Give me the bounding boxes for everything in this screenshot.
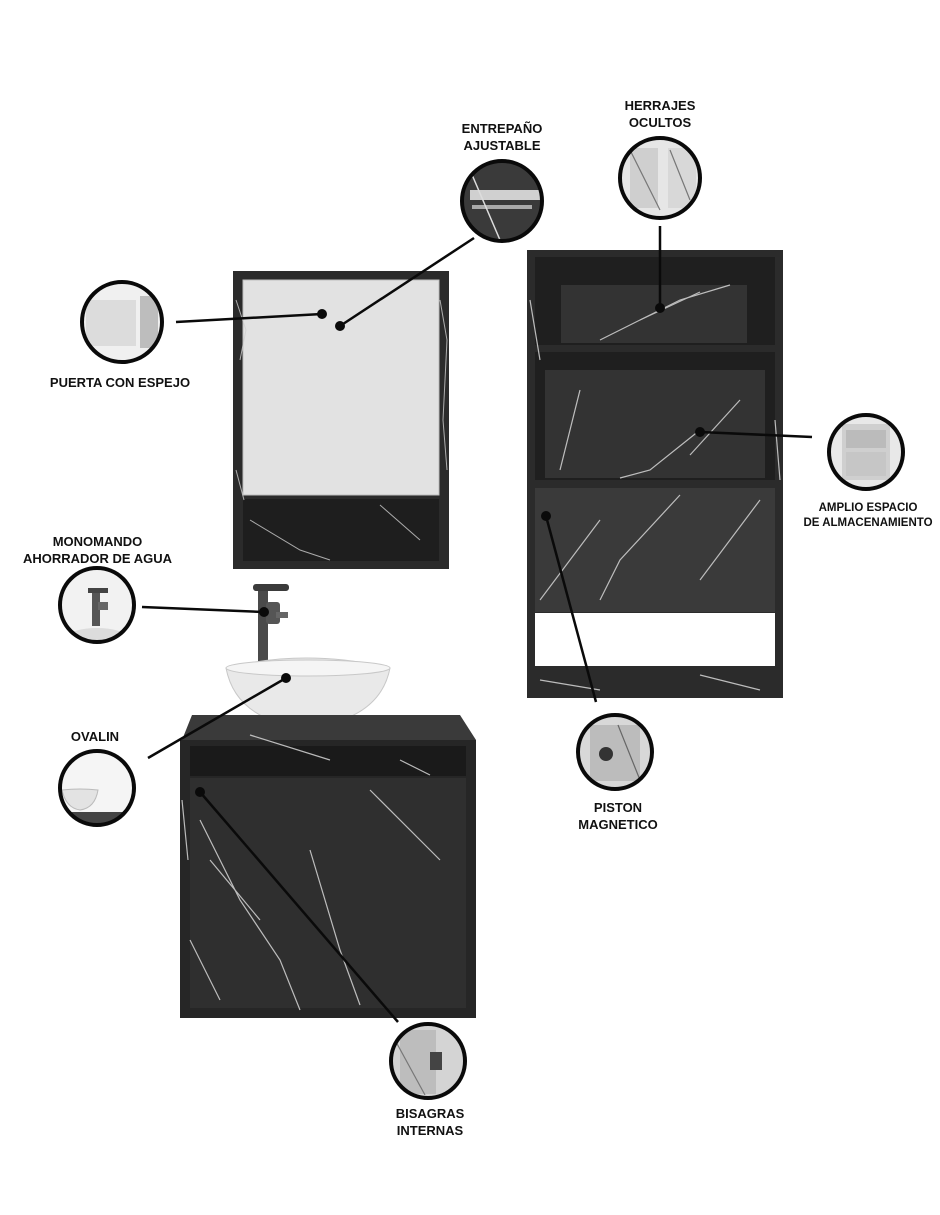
label-amplio-espacio: AMPLIO ESPACIO DE ALMACENAMIENTO [803,502,933,529]
mirror-cabinet-open-shelf [243,499,439,561]
basin [225,657,391,729]
label-puerta-con-espejo: PUERTA CON ESPEJO [49,375,191,390]
mirror-cabinet [233,271,449,569]
bottom-open-space [535,613,775,668]
faucet [253,584,289,664]
leader-monomando [141,605,265,614]
leader-lines [141,226,813,1023]
tall-cabinet [527,250,783,698]
label-bisagras-internas: BISAGRAS INTERNAS [395,1106,465,1138]
tall-cabinet-door [535,488,775,612]
magnetic-piston-icon [576,713,654,791]
leader-amplio [699,430,813,439]
mirror-door [243,280,439,495]
leader-bisagras [199,791,399,1023]
leader-entrepano [339,236,475,328]
basin-icon [58,749,136,827]
faucet-icon [58,566,136,644]
internal-hinge-icon [389,1022,467,1100]
label-monomando: MONOMANDO AHORRADOR DE AGUA [22,534,173,566]
hidden-hardware-icon [618,136,702,220]
label-entrepano-ajustable: ENTREPAÑO AJUSTABLE [461,121,543,153]
vanity-cabinet [180,715,476,1018]
storage-space-icon [827,413,905,491]
label-piston-magnetico: PISTON MAGNETICO [578,800,658,832]
label-ovalin: OVALIN [70,729,120,744]
adjustable-shelf-icon [460,159,544,243]
leader-dots [195,303,705,797]
vanity-door [190,778,466,1008]
mirror-door-icon [80,280,164,364]
leader-puerta [175,312,323,324]
vanity-open-shelf [190,746,466,776]
leader-ovalin [147,676,287,760]
label-herrajes-ocultos: HERRAJES OCULTOS [624,98,696,130]
leader-piston [544,515,598,703]
